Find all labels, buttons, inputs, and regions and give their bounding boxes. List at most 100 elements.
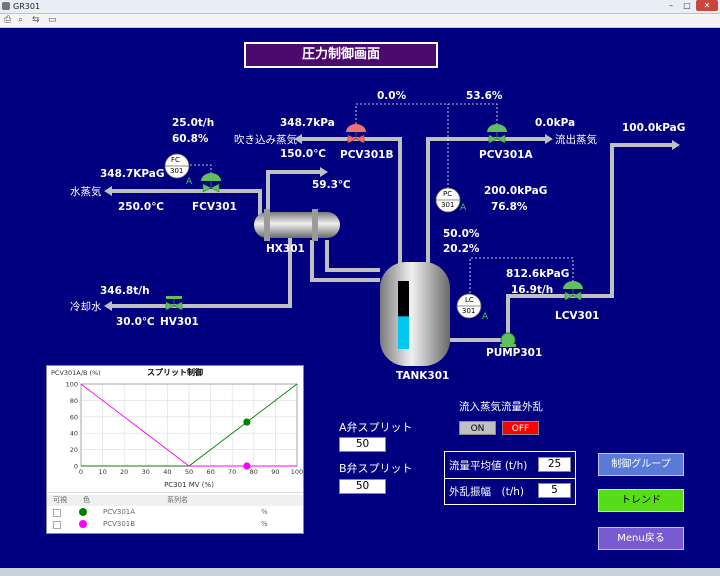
header-pressure: 100.0kPaG — [622, 122, 686, 134]
legend-series-unit: % — [261, 508, 268, 516]
pcv301a-label: PCV301A — [479, 149, 533, 161]
pipe-steam-in — [112, 189, 262, 215]
b-split-input[interactable]: 50 — [339, 479, 386, 494]
outlet-label: 流出蒸気 — [555, 134, 597, 146]
lcv301-valve — [563, 281, 583, 301]
maximize-button[interactable]: □ — [683, 1, 691, 10]
pcv301a-valve — [487, 124, 507, 144]
pipe-outlet — [426, 137, 545, 268]
chart-title: スプリット制御 — [147, 367, 203, 377]
disturbance-settings — [444, 451, 576, 505]
legend-header-color: 色 — [83, 496, 90, 504]
a-split-label: A弁スプリット — [339, 421, 413, 434]
legend-series-name: PCV301B — [103, 520, 136, 528]
menu-back-button[interactable]: Menu戻る — [598, 527, 684, 550]
chart-ytick-label: 0 — [74, 463, 78, 471]
a-split-input[interactable]: 50 — [339, 437, 386, 452]
cooling-flow: 346.8t/h — [100, 285, 150, 297]
pc-label: PC — [443, 190, 453, 198]
disturbance-title: 流入蒸気流量外乱 — [459, 401, 543, 413]
grid-divider — [445, 478, 575, 479]
chart-point-pcv301b — [243, 462, 251, 470]
chart-xtick-label: 70 — [228, 468, 236, 476]
chart-ytick-label: 100 — [66, 381, 78, 389]
pc-tag: 301 — [441, 201, 455, 209]
search-icon[interactable]: ⌕ — [18, 15, 24, 25]
disturbance-off-button[interactable]: OFF — [502, 421, 539, 435]
window-titlebar: GR301 – □ ✕ — [0, 0, 720, 14]
legend-series-unit: % — [261, 520, 268, 528]
b-split-label: B弁スプリット — [339, 462, 413, 475]
chart-ytick-label: 80 — [70, 397, 78, 405]
toolbar: ⎙ ⌕ ⇆ ▭ — [0, 14, 720, 28]
page-title: 圧力制御画面 — [244, 42, 438, 68]
fcv301-valve — [201, 173, 221, 193]
fcv301-mv: 60.8% — [172, 133, 209, 145]
avg-flow-label: 流量平均値 (t/h) — [449, 460, 528, 472]
lc-mode: A — [482, 312, 489, 322]
avg-flow-input[interactable]: 25 — [538, 457, 571, 472]
fcv301-flow: 25.0t/h — [172, 117, 215, 129]
lc-sv: 50.0% — [443, 228, 480, 240]
hx301-label: HX301 — [266, 243, 305, 255]
lc-pv: 20.2% — [443, 243, 480, 255]
pipe-hx-tank — [310, 240, 380, 282]
legend-checkbox[interactable] — [53, 521, 61, 529]
pcv301b-label: PCV301B — [340, 149, 394, 161]
chart-xtick-label: 30 — [142, 468, 150, 476]
legend-checkbox[interactable] — [53, 509, 61, 517]
legend-header-visible: 可視 — [53, 496, 67, 504]
legend-header: 可視 色 系列名 — [47, 495, 303, 506]
chart-xtick-label: 10 — [98, 468, 106, 476]
chart-xtick-label: 90 — [271, 468, 279, 476]
hv301-label: HV301 — [160, 316, 199, 328]
amplitude-input[interactable]: 5 — [538, 483, 571, 498]
pc-mv: 76.8% — [491, 201, 528, 213]
chart-xtick-label: 60 — [206, 468, 214, 476]
flow-arrows — [104, 134, 680, 311]
trend-button[interactable]: トレンド — [598, 489, 684, 512]
chart-point-pcv301a — [243, 418, 251, 426]
back-forward-icon[interactable]: ⇆ — [32, 15, 40, 25]
pc-mode: A — [460, 203, 467, 213]
outlet-pressure: 0.0kPa — [535, 117, 576, 129]
chart-legend: 可視 色 系列名 PCV301A % PCV301B % — [47, 492, 303, 534]
close-button[interactable]: ✕ — [696, 0, 718, 11]
tank-pressure: 200.0kPaG — [484, 185, 548, 197]
legend-color-dot — [79, 508, 87, 516]
fc-mode: A — [186, 177, 193, 187]
legend-header-series: 系列名 — [167, 496, 188, 504]
fc-label: FC — [171, 156, 180, 164]
amplitude-label: 外乱振幅 (t/h) — [449, 486, 525, 498]
pcv301b-valve — [346, 124, 366, 144]
chart-xtick-label: 80 — [250, 468, 258, 476]
pipes — [112, 137, 672, 342]
pump301 — [500, 332, 516, 348]
cooling-temp: 30.0℃ — [116, 316, 155, 328]
chart-xtick-label: 40 — [163, 468, 171, 476]
pcv301b-mv: 0.0% — [377, 90, 407, 102]
legend-color-dot — [79, 520, 87, 528]
window-icon[interactable]: ▭ — [48, 15, 57, 25]
control-group-button[interactable]: 制御グループ — [598, 453, 684, 476]
chart-ytick-label: 60 — [70, 413, 78, 421]
hx-out-temp: 59.3℃ — [312, 179, 351, 191]
pipe-blowin — [302, 137, 402, 268]
disturbance-on-button[interactable]: ON — [459, 421, 496, 435]
chart-xtick-label: 50 — [185, 468, 193, 476]
window-controls: – □ ✕ — [664, 0, 718, 12]
lcv301-label: LCV301 — [555, 310, 600, 322]
pipe-hx-tank2 — [325, 240, 380, 272]
minimize-button[interactable]: – — [669, 1, 673, 10]
pipe-pump-lcv — [506, 143, 672, 338]
chart-xtick-label: 100 — [291, 468, 303, 476]
hx301-exchanger — [254, 209, 340, 241]
fc-tag: 301 — [170, 167, 184, 175]
pipe-hx-out — [266, 170, 320, 212]
steam-in-label: 水蒸気 — [70, 186, 102, 198]
chart-ytick-label: 20 — [70, 446, 78, 454]
print-icon[interactable]: ⎙ — [4, 15, 12, 25]
tank301-vessel — [380, 262, 450, 366]
